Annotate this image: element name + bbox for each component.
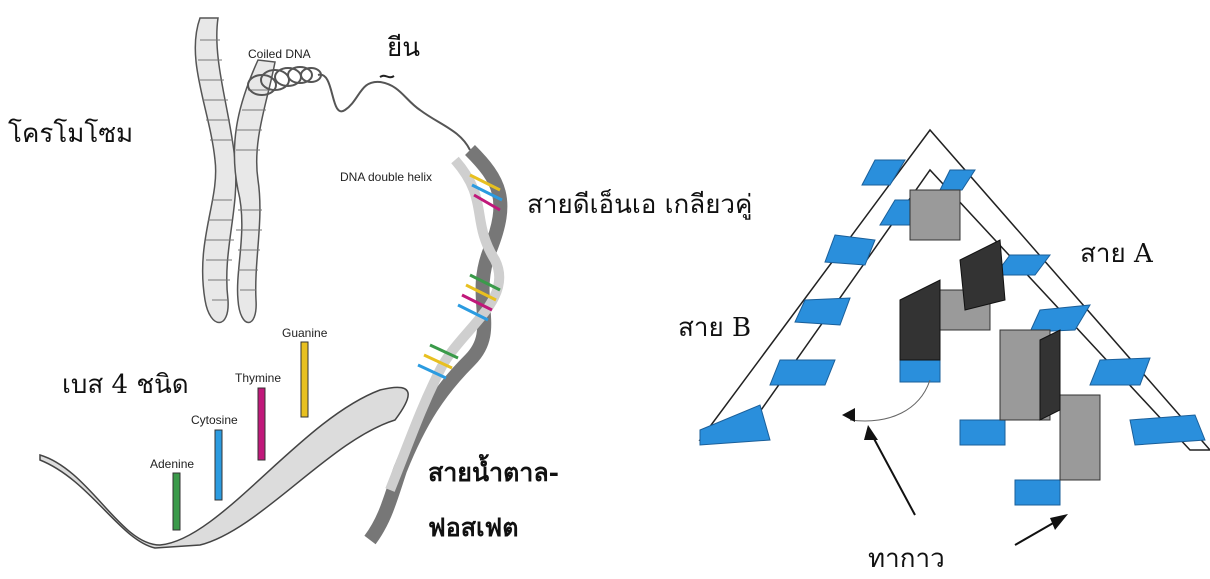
strand-b-label: สาย B: [678, 307, 751, 348]
cytosine-label: Cytosine: [191, 413, 238, 427]
coiled-dna-drawing: [248, 67, 470, 150]
guanine-bar: [301, 342, 308, 417]
sugar-phosphate-label-line2: ฟอสเฟต: [428, 508, 518, 548]
sugar-phosphate-label-line1: สายน้ำตาล-: [428, 453, 559, 493]
adenine-bar: [173, 473, 180, 530]
coiled-dna-label: Coiled DNA: [248, 47, 311, 61]
gene-marker: [380, 76, 394, 78]
adenine-label: Adenine: [150, 457, 194, 471]
four-bases-label: เบส 4 ชนิด: [62, 364, 189, 405]
sugar-phosphate-ribbon: [40, 387, 408, 548]
double-strand-label: สายดีเอ็นเอ เกลียวคู่: [527, 184, 752, 225]
guanine-label: Guanine: [282, 326, 327, 340]
chromosome-label: โครโมโซม: [8, 113, 133, 154]
thymine-bar: [258, 388, 265, 460]
sticky-end-label: ทากาว: [868, 538, 945, 579]
gene-label: ยีน: [387, 27, 420, 68]
cytosine-bar: [215, 430, 222, 500]
double-helix-label: DNA double helix: [340, 170, 432, 184]
ladder-figure: [700, 130, 1210, 505]
chromosome-drawing: [195, 18, 275, 323]
strand-a-label: สาย A: [1080, 233, 1153, 274]
thymine-label: Thymine: [235, 371, 281, 385]
